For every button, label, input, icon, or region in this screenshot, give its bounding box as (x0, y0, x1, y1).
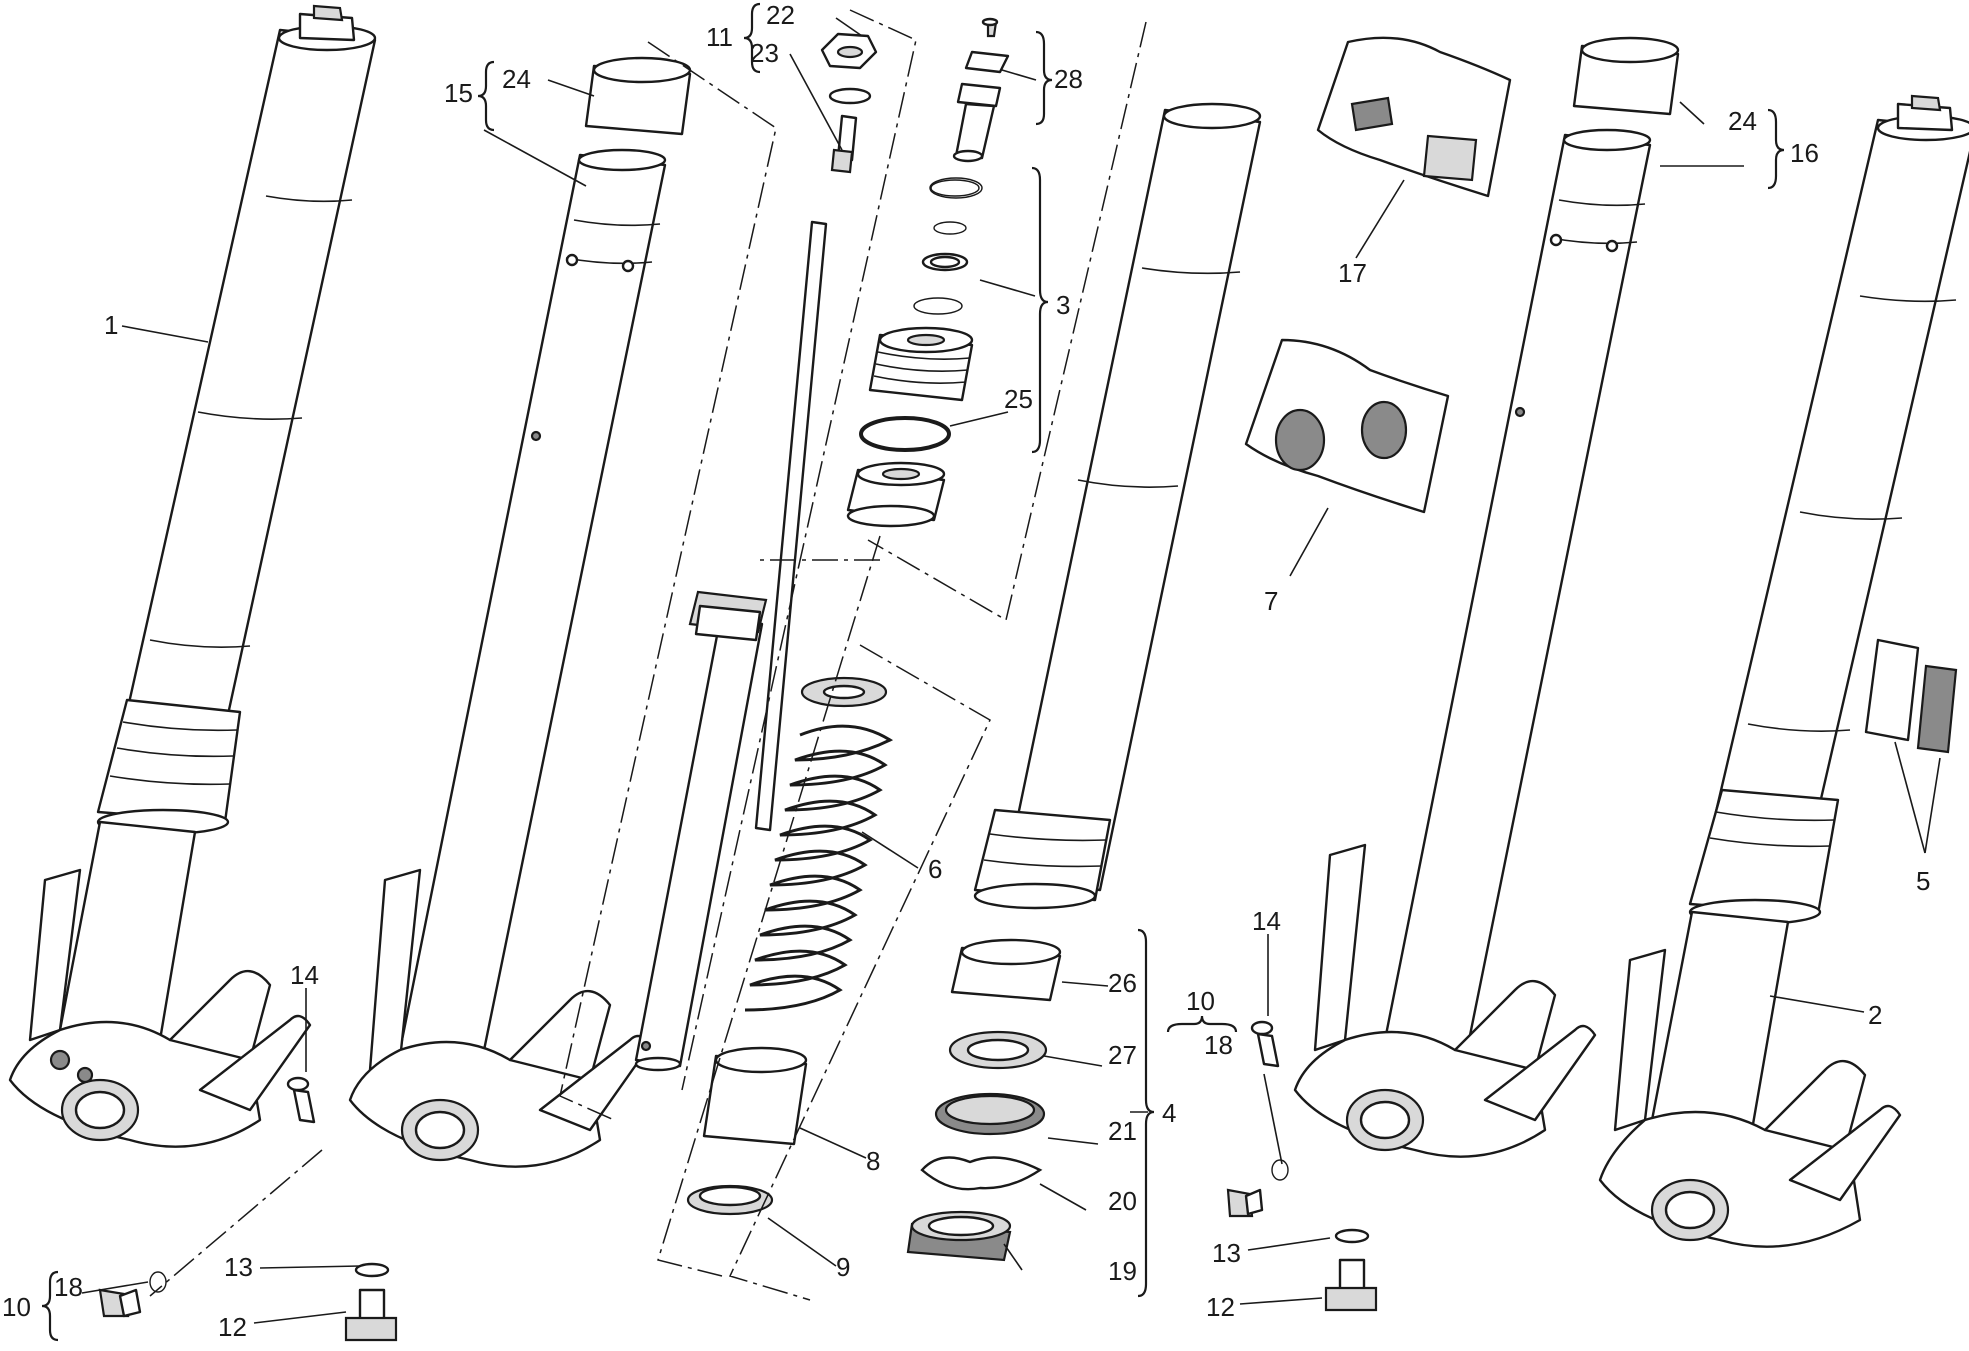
kit-bag-7 (1244, 338, 1450, 514)
callout-8: 8 (866, 1146, 880, 1176)
callout-14-left: 14 (290, 960, 319, 990)
callout-12-right: 12 (1206, 1292, 1235, 1322)
oil-seal-21 (934, 1092, 1046, 1136)
fork-leg-complete-right (1598, 94, 1969, 1248)
bushing-26 (950, 938, 1062, 1002)
outer-tube-left (348, 148, 667, 1168)
decals-5 (1864, 638, 1958, 754)
screw-14-right (1250, 1020, 1280, 1068)
callout-24-left: 24 (502, 64, 531, 94)
bushing-24-left (584, 56, 692, 136)
callout-10-right: 10 (1186, 986, 1215, 1016)
callout-22: 22 (766, 0, 795, 30)
dust-seal-19 (906, 1210, 1012, 1262)
clip-20 (920, 1156, 1043, 1191)
spring-6 (744, 676, 894, 1012)
bleed-valve-10-right (1226, 1159, 1289, 1218)
callout-1: 1 (104, 310, 118, 340)
callout-28: 28 (1054, 64, 1083, 94)
callout-4: 4 (1162, 1098, 1176, 1128)
callout-5: 5 (1916, 866, 1930, 896)
callout-2: 2 (1868, 1000, 1882, 1030)
kit-bag-17 (1316, 36, 1512, 198)
washer-27 (948, 1030, 1048, 1070)
callout-10-left: 10 (2, 1292, 31, 1322)
callout-16: 16 (1790, 138, 1819, 168)
bushing-24-right (1572, 36, 1680, 116)
callout-25: 25 (1004, 384, 1033, 414)
bleed-valve-10-left (98, 1271, 167, 1318)
nut-22 (820, 32, 878, 70)
callout-26: 26 (1108, 968, 1137, 998)
callout-6: 6 (928, 854, 942, 884)
screw-12-right (1324, 1228, 1378, 1312)
callout-13-left: 13 (224, 1252, 253, 1282)
callout-9: 9 (836, 1252, 850, 1282)
braces (41, 2, 1785, 1342)
callout-14-right: 14 (1252, 906, 1281, 936)
callout-18-left: 18 (54, 1272, 83, 1302)
assembly-outlines (149, 9, 1147, 1301)
callout-20: 20 (1108, 1186, 1137, 1216)
screw-12-left (344, 1262, 398, 1342)
outer-tube-right (1293, 128, 1652, 1158)
spacer-8 (702, 1046, 808, 1146)
fork-leg-complete-left (8, 4, 377, 1148)
callout-23: 23 (750, 38, 779, 68)
washer-23 (828, 87, 872, 105)
screw-14-left (286, 1076, 316, 1124)
callout-13-right: 13 (1212, 1238, 1241, 1268)
callout-27: 27 (1108, 1040, 1137, 1070)
callout-3: 3 (1056, 290, 1070, 320)
callout-11: 11 (706, 22, 733, 52)
callout-12-left: 12 (218, 1312, 247, 1342)
callout-labels: 1 2 3 4 5 6 7 8 9 10 10 11 12 12 13 13 1… (2, 0, 1930, 1342)
ring-9 (686, 1184, 774, 1216)
callout-24-right: 24 (1728, 106, 1757, 136)
callout-19: 19 (1108, 1256, 1137, 1286)
callout-21: 21 (1108, 1116, 1137, 1146)
callout-18-right: 18 (1204, 1030, 1233, 1060)
leader-lines (81, 17, 1941, 1324)
callout-15: 15 (444, 78, 473, 108)
cap-assembly-3 (846, 17, 1010, 528)
inner-tube-4 (973, 102, 1262, 910)
callout-17: 17 (1338, 258, 1367, 288)
callout-7: 7 (1264, 586, 1278, 616)
